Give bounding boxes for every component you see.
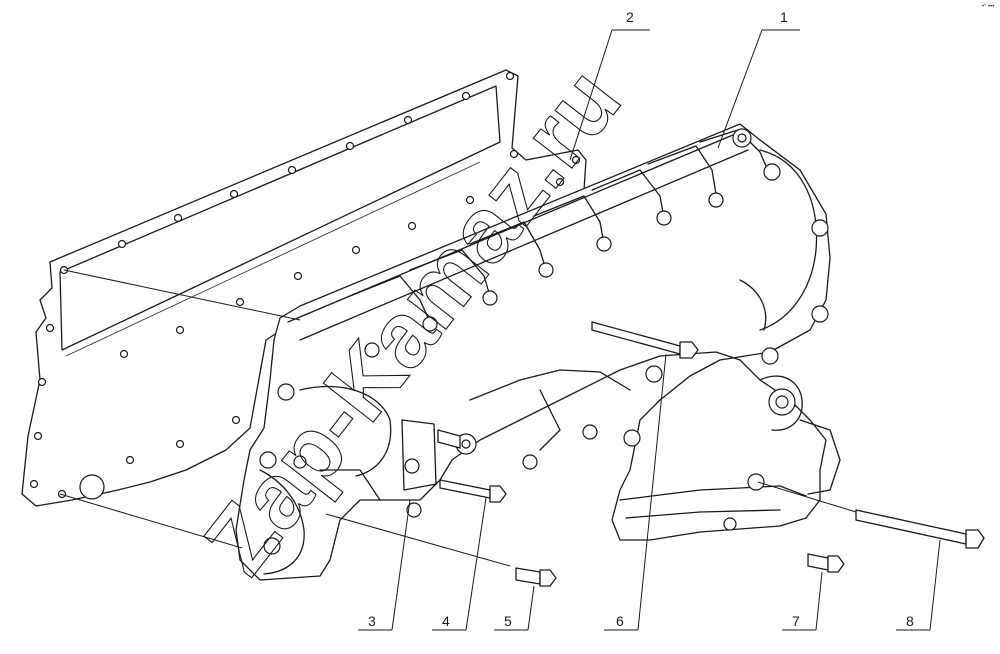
callout-2: 2 <box>626 9 634 25</box>
callout-8: 8 <box>906 613 914 629</box>
callout-5: 5 <box>504 613 512 629</box>
callout-6: 6 <box>616 613 624 629</box>
bolt-6 <box>591 321 699 359</box>
callout-1: 1 <box>780 9 788 25</box>
bolt-3 <box>437 429 461 449</box>
callout-7: 7 <box>792 613 800 629</box>
bolt-8 <box>855 509 985 549</box>
bolt-5 <box>515 567 557 587</box>
leader-lines <box>59 29 941 631</box>
bolt-4 <box>439 479 507 503</box>
callout-3: 3 <box>368 613 376 629</box>
callout-4: 4 <box>442 613 450 629</box>
corner-mark: •° ••• <box>982 4 994 10</box>
gasket-bolt-holes <box>29 71 581 499</box>
callout-labels: 1 2 3 4 5 6 7 8 <box>368 9 914 629</box>
bolt-7 <box>807 553 845 573</box>
gasket <box>21 69 587 507</box>
manifold-housing <box>235 123 841 581</box>
